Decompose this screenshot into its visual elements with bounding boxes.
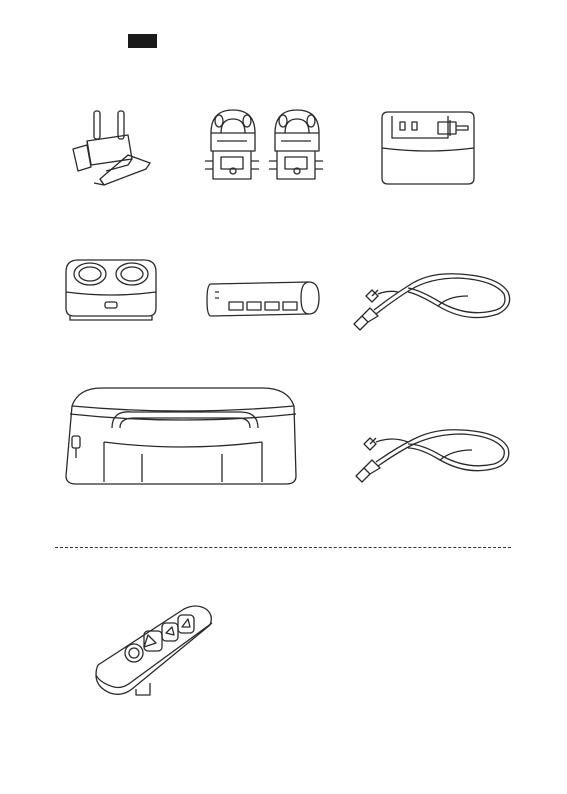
carrying-case-icon <box>62 382 300 488</box>
section-divider <box>55 547 511 548</box>
dual-battery-charger-icon <box>60 256 162 322</box>
remote-control-icon <box>92 603 216 699</box>
usb-cable-icon <box>348 266 514 332</box>
eu-plug-adapter-icon <box>68 105 154 190</box>
power-adapter-icon <box>378 108 478 188</box>
scope-mount-rings-icon <box>203 105 329 187</box>
usb-cable-icon <box>350 418 514 486</box>
section-marker <box>128 34 157 48</box>
battery-pack-icon <box>205 280 323 318</box>
